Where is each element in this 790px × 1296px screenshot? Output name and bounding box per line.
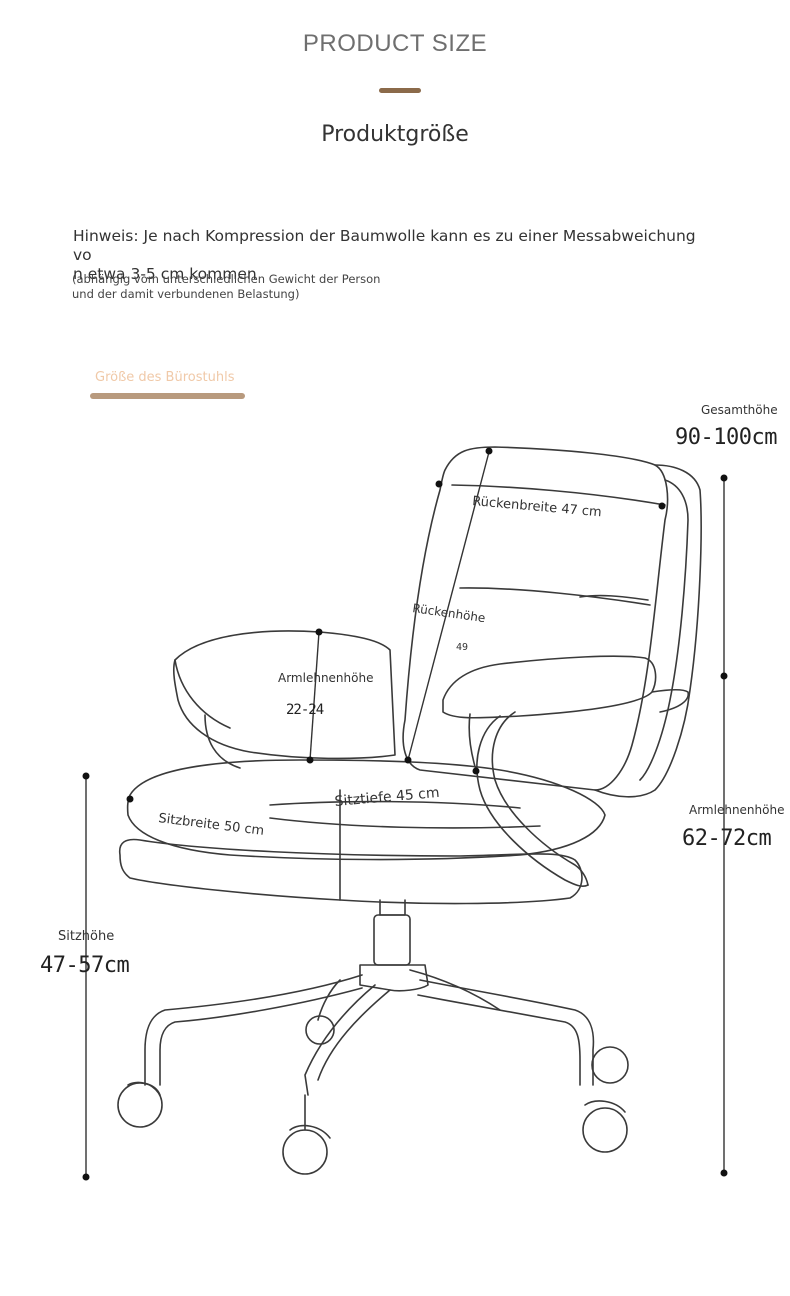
total-height-label: Gesamthöhe <box>701 403 778 417</box>
base-leg-right <box>417 979 595 1086</box>
seat-height-label: Sitzhöhe <box>58 929 115 944</box>
caster-back-right <box>591 1046 629 1084</box>
base-leg-left <box>144 974 363 1086</box>
caster-back-left <box>305 1015 335 1045</box>
page-subtitle: Produktgröße <box>321 122 469 147</box>
seat-front-dot <box>472 767 480 775</box>
section-underline <box>90 393 245 399</box>
weight-note: (abhängig vom unterschiedlichen Gewicht … <box>72 272 472 302</box>
backrest-bolster-seam <box>451 484 666 506</box>
base-leg-back-right <box>409 969 501 1011</box>
base-hub <box>359 964 429 992</box>
backrest-mid-seam <box>459 587 651 606</box>
armrest-height-right-label: Armlehnenhöhe <box>689 803 785 817</box>
title-underline <box>379 88 421 93</box>
section-label: Größe des Bürostuhls <box>95 370 235 385</box>
seat-left-dot <box>126 795 134 803</box>
seat-height-top-dot <box>82 772 90 780</box>
right-armrest-frame <box>476 715 589 887</box>
right-armrest-pad <box>442 655 657 719</box>
armrest-height-left-label: Armlehnenhöhe <box>278 671 374 685</box>
total-height-value: 90-100cm <box>675 425 777 450</box>
back-height-value: 49 <box>456 642 468 653</box>
right-armrest-side <box>651 688 689 713</box>
armrest-height-right-value: 62-72cm <box>682 826 772 851</box>
caster-front-left <box>282 1129 328 1175</box>
left-armrest-pad <box>172 630 396 760</box>
measurement-note-line-2: n etwa 3-5 cm kommen <box>73 265 257 283</box>
left-armrest-support <box>204 714 241 769</box>
seat-height-bottom-dot <box>82 1173 90 1181</box>
total-mid-dot <box>720 672 728 680</box>
backrest-side <box>594 464 702 798</box>
back-bottom-dot <box>404 756 412 764</box>
caster-right <box>582 1107 628 1153</box>
armrest-bottom-dot <box>306 756 314 764</box>
seat-height-value: 47-57cm <box>40 953 130 978</box>
gas-cylinder <box>373 914 411 966</box>
seat-seam <box>269 800 521 809</box>
total-bottom-dot <box>720 1169 728 1177</box>
seat-width-label: Sitzbreite 50 cm <box>158 811 265 839</box>
seat-depth-label: Sitztiefe 45 cm <box>334 785 440 810</box>
seat-base <box>118 838 583 905</box>
back-height-line <box>407 451 490 761</box>
total-top-dot <box>720 474 728 482</box>
armrest-height-left-value: 22-24 <box>286 702 324 718</box>
seat-cushion <box>126 759 606 861</box>
measurement-note-line-1: Hinweis: Je nach Kompression der Baumwol… <box>73 227 696 264</box>
back-left-dot <box>435 480 443 488</box>
page-title: PRODUCT SIZE <box>302 30 488 57</box>
weight-note-line-1: (abhängig vom unterschiedlichen Gewicht … <box>72 272 381 286</box>
back-right-dot <box>658 502 666 510</box>
back-top-dot <box>485 447 493 455</box>
armrest-top-dot <box>315 628 323 636</box>
measurement-note: Hinweis: Je nach Kompression der Baumwol… <box>73 227 713 284</box>
backrest-side-seam <box>639 479 689 781</box>
base-leg-front-left <box>304 984 391 1096</box>
caster-left <box>117 1082 163 1128</box>
weight-note-line-2: und der damit verbundenen Belastung) <box>72 287 300 301</box>
backrest-outline <box>402 446 669 791</box>
back-width-label: Rückenbreite 47 cm <box>472 494 603 520</box>
armrest-height-line-left <box>309 631 320 761</box>
